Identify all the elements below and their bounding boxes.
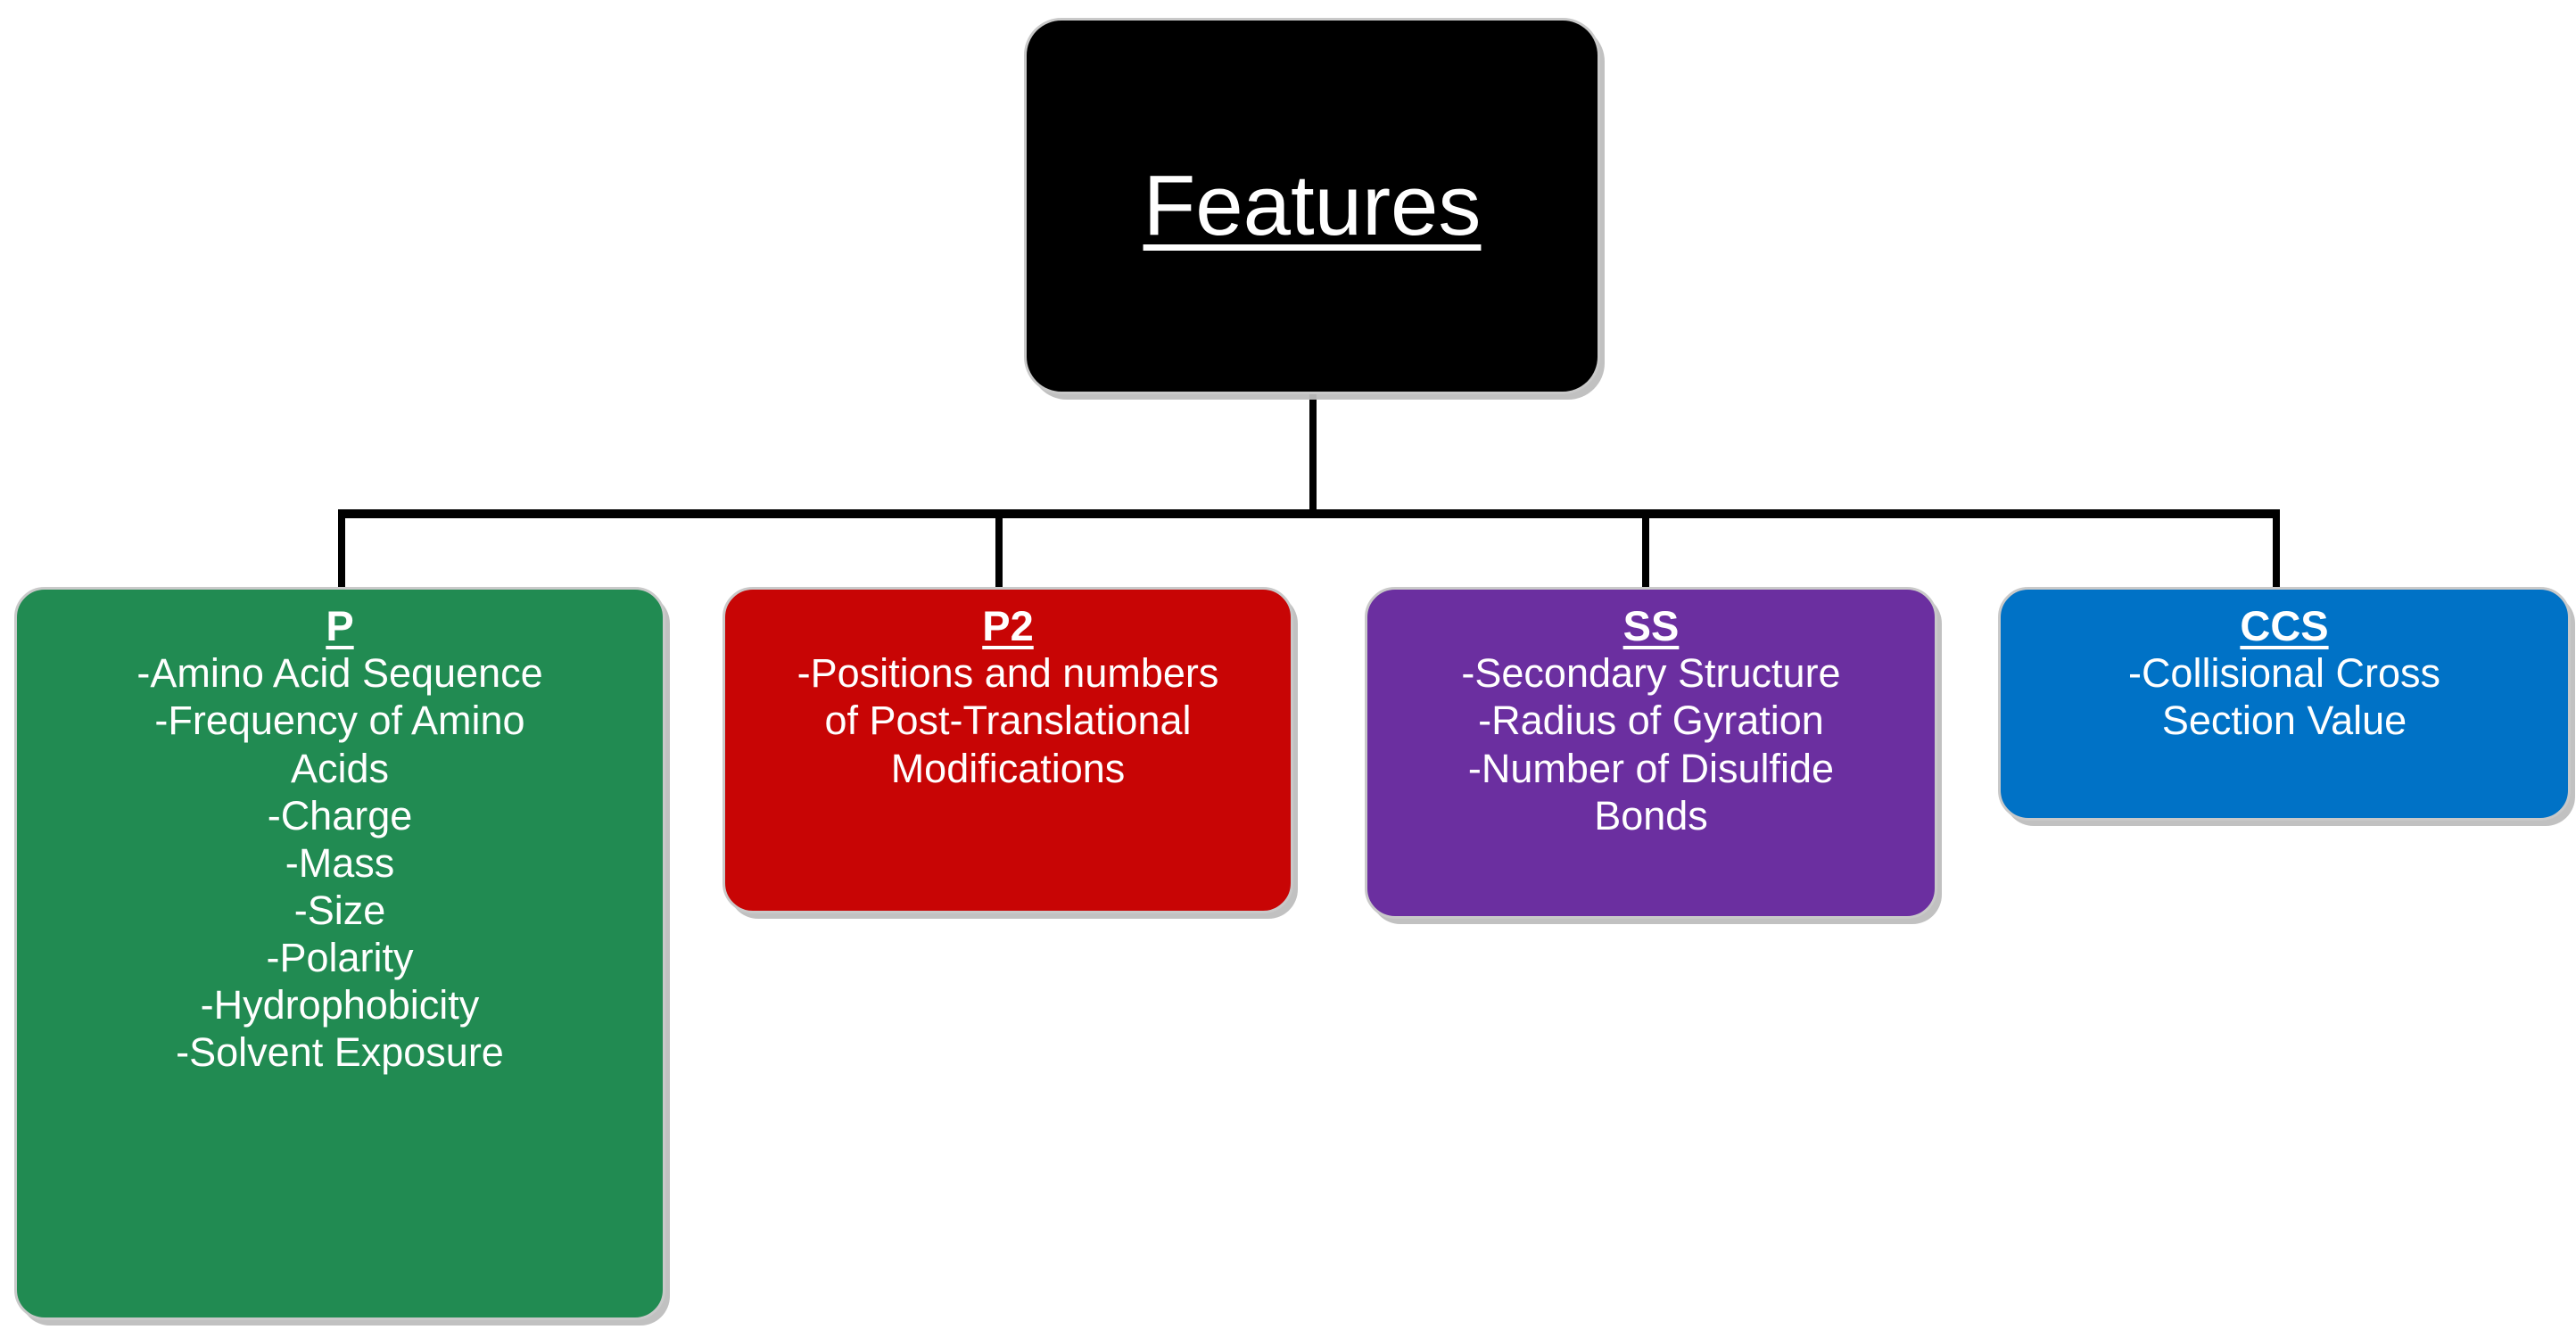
node-p2-title: P2: [982, 602, 1034, 649]
node-p2[interactable]: P2 -Positions and numbers of Post-Transl…: [722, 587, 1293, 913]
connector-drop-p2: [995, 509, 1003, 590]
connector-horizontal-bus: [338, 509, 2280, 518]
node-p-line: -Hydrophobicity: [200, 982, 480, 1028]
node-ccs[interactable]: CCS -Collisional Cross Section Value: [1998, 587, 2571, 821]
node-ss-line: -Secondary Structure: [1461, 650, 1841, 697]
node-p-line: -Solvent Exposure: [176, 1029, 504, 1076]
node-ccs-line: Section Value: [2161, 698, 2407, 744]
node-p-title: P: [326, 602, 354, 649]
node-p[interactable]: P -Amino Acid Sequence -Frequency of Ami…: [14, 587, 665, 1320]
node-p2-lines: -Positions and numbers of Post-Translati…: [725, 649, 1291, 800]
node-p-line: -Size: [293, 887, 386, 933]
connector-drop-ss: [1642, 509, 1649, 590]
node-ccs-line: -Collisional Cross: [2127, 650, 2441, 697]
node-features-title: Features: [1143, 157, 1482, 253]
node-ss-line: -Radius of Gyration: [1478, 698, 1824, 744]
node-p-line: -Frequency of Amino: [154, 698, 525, 744]
node-ccs-title: CCS: [2240, 602, 2329, 649]
node-features-root[interactable]: Features: [1024, 18, 1600, 394]
node-ccs-lines: -Collisional Cross Section Value: [2001, 649, 2568, 753]
node-p-line: Acids: [290, 745, 390, 791]
node-ss-line: -Number of Disulfide: [1467, 745, 1835, 791]
node-ss-line: Bonds: [1594, 792, 1708, 838]
connector-root-stem: [1309, 392, 1317, 516]
node-p-lines: -Amino Acid Sequence -Frequency of Amino…: [17, 649, 663, 1085]
node-ss-lines: -Secondary Structure -Radius of Gyration…: [1367, 649, 1935, 847]
node-p2-line: of Post-Translational: [824, 698, 1192, 744]
node-p-line: -Charge: [267, 792, 413, 838]
node-ss-title: SS: [1622, 602, 1680, 649]
node-p-line: -Amino Acid Sequence: [136, 650, 543, 697]
node-p-line: -Polarity: [266, 934, 414, 980]
node-ss[interactable]: SS -Secondary Structure -Radius of Gyrat…: [1365, 587, 1937, 919]
connector-drop-ccs: [2273, 509, 2280, 590]
node-p2-line: Modifications: [890, 745, 1126, 791]
node-p2-line: -Positions and numbers: [797, 650, 1219, 697]
connector-drop-p: [338, 509, 345, 590]
node-p-line: -Mass: [285, 839, 395, 886]
